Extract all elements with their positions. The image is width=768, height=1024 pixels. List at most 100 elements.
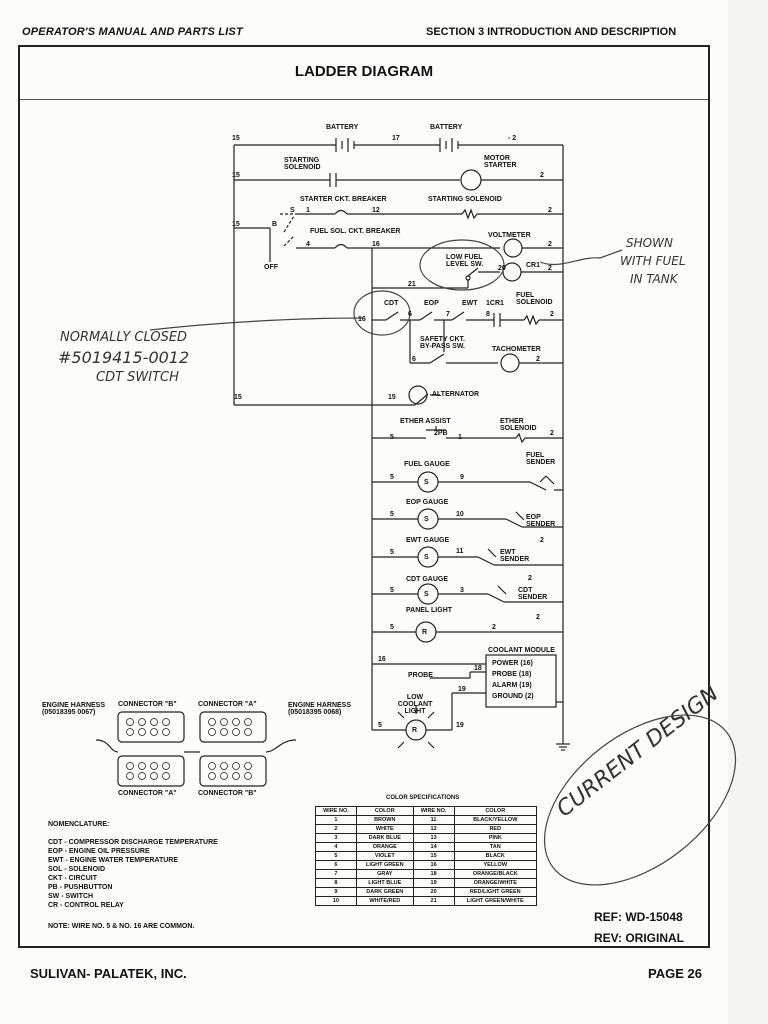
wire-11-label: 11 xyxy=(456,548,464,555)
table-cell: 18 xyxy=(412,869,455,879)
wire-5-ewt-label: 5 xyxy=(390,549,394,556)
reference-number: REF: WD-15048 xyxy=(594,910,683,924)
wire-s-label: S xyxy=(290,207,295,214)
wire-5-coolant-label: 5 xyxy=(378,722,382,729)
table-cell: 11 xyxy=(412,815,455,825)
table-cell: 13 xyxy=(412,833,455,843)
wire-7-label: 7 xyxy=(446,311,450,318)
nomenclature-heading: NOMENCLATURE: xyxy=(48,821,110,828)
wire-5-fuel-label: 5 xyxy=(390,474,394,481)
wire-5-ether-label: 5 xyxy=(390,434,394,441)
coolant-item-alarm: ALARM (19) xyxy=(492,682,532,689)
table-cell: 16 xyxy=(412,860,455,870)
engine-harness-right-label: ENGINE HARNESS (05018395 0068) xyxy=(288,702,352,716)
table-cell: GRAY xyxy=(355,869,414,879)
wire-18-label: 18 xyxy=(474,665,482,672)
footer-page-number: PAGE 26 xyxy=(648,966,702,981)
cdt-gauge-label: CDT GAUGE xyxy=(406,576,448,583)
wire-2-row6-label: 2 xyxy=(550,311,554,318)
table-cell: RED xyxy=(453,824,538,834)
table-cell: 20 xyxy=(412,887,455,897)
table-cell: DARK GREEN xyxy=(355,887,414,897)
eop-sender-label: EOP SENDER xyxy=(526,514,556,528)
tachometer-symbol xyxy=(500,353,520,373)
wire-2-cdt-label: 2 xyxy=(536,614,540,621)
current-design-stamp-ring xyxy=(543,714,737,886)
table-cell: YELLOW xyxy=(453,860,538,870)
ewt-label: EWT xyxy=(462,300,478,307)
eop-gauge-s: S xyxy=(424,516,429,523)
color-spec-header: COLOR xyxy=(453,806,538,816)
wire-16-label: 16 xyxy=(372,241,380,248)
table-cell: 19 xyxy=(412,878,455,888)
footer-company: SULIVAN- PALATEK, INC. xyxy=(30,966,187,981)
table-cell: 15 xyxy=(412,851,455,861)
wire-19-label: 19 xyxy=(458,686,466,693)
coolant-module-box xyxy=(485,654,557,708)
table-cell: LIGHT GREEN xyxy=(355,860,414,870)
2pb-label: 2PB xyxy=(434,430,448,437)
wire-b-label: B xyxy=(272,221,278,228)
table-cell: VIOLET xyxy=(355,851,414,861)
revision-label: REV: ORIGINAL xyxy=(594,931,685,945)
wire-5-panel-label: 5 xyxy=(390,624,394,631)
ether-assist-label: ETHER ASSIST xyxy=(400,418,451,425)
wire-2-row2-label: 2 xyxy=(540,172,544,179)
low-fuel-level-switch-label: LOW FUEL LEVEL SW. xyxy=(446,254,484,268)
handwritten-note-line: WITH FUEL xyxy=(620,254,686,268)
connector-b-label: CONNECTOR "B" xyxy=(118,701,177,708)
table-cell: PINK xyxy=(453,833,538,843)
table-cell: ORANGE xyxy=(355,842,414,852)
battery-2-label: BATTERY xyxy=(430,124,463,131)
wire-2-ether-label: 2 xyxy=(550,430,554,437)
battery-1-label: BATTERY xyxy=(326,124,359,131)
diagram-frame xyxy=(18,45,710,948)
header-manual-title: OPERATOR'S MANUAL AND PARTS LIST xyxy=(22,26,243,38)
connector-pins xyxy=(126,718,252,780)
safety-bypass-switch-label: SAFETY CKT. BY-PASS SW. xyxy=(420,336,465,350)
connector-a-label: CONNECTOR "A" xyxy=(198,701,257,708)
coolant-item-ground: GROUND (2) xyxy=(492,693,534,700)
wire-6-label: 6 xyxy=(408,311,412,318)
wire-15-label: 15 xyxy=(232,135,240,142)
table-cell: 6 xyxy=(315,860,357,870)
starting-solenoid-label: STARTING SOLENOID xyxy=(284,157,321,171)
table-cell: LIGHT BLUE xyxy=(355,878,414,888)
wire-2-top-label: - 2 xyxy=(508,135,517,142)
wire-2-panel-label: 2 xyxy=(492,624,496,631)
panel-light-r: R xyxy=(422,629,428,636)
wire-16-cdt-label: 16 xyxy=(358,316,366,323)
wire-2-row4-label: 2 xyxy=(548,241,552,248)
tachometer-label: TACHOMETER xyxy=(492,346,541,353)
table-cell: 5 xyxy=(315,851,357,861)
alternator-label: ALTERNATOR xyxy=(432,391,480,398)
table-cell: ORANGE/WHITE xyxy=(453,878,538,888)
cdt-note-arrow xyxy=(149,317,363,331)
connector-a-top xyxy=(199,711,267,743)
table-cell: TAN xyxy=(453,842,538,852)
color-spec-header: COLOR xyxy=(355,806,414,816)
fuel-sender-label: FUEL SENDER xyxy=(526,452,556,466)
ewt-gauge-label: EWT GAUGE xyxy=(406,537,450,544)
eop-gauge-label: EOP GAUGE xyxy=(406,499,449,506)
table-cell: 2 xyxy=(315,824,357,834)
connector-b-bottom xyxy=(199,755,267,787)
nomenclature-item: EWT - ENGINE WATER TEMPERATURE xyxy=(48,857,179,864)
wire-16-coolant-label: 16 xyxy=(378,656,386,663)
nomenclature-item: PB - PUSHBUTTON xyxy=(48,884,113,891)
table-cell: BROWN xyxy=(355,815,414,825)
coolant-module-label: COOLANT MODULE xyxy=(488,647,555,654)
wire-3-label: 3 xyxy=(460,587,464,594)
engine-harness-left-label: ENGINE HARNESS (05018395 0067) xyxy=(42,702,106,716)
table-cell: 9 xyxy=(315,887,357,897)
handwritten-note-line: IN TANK xyxy=(630,272,678,286)
wire-15-alt-label: 15 xyxy=(234,394,242,401)
wire-15-row3-label: 15 xyxy=(232,221,240,228)
nomenclature-item: SW - SWITCH xyxy=(48,893,94,900)
